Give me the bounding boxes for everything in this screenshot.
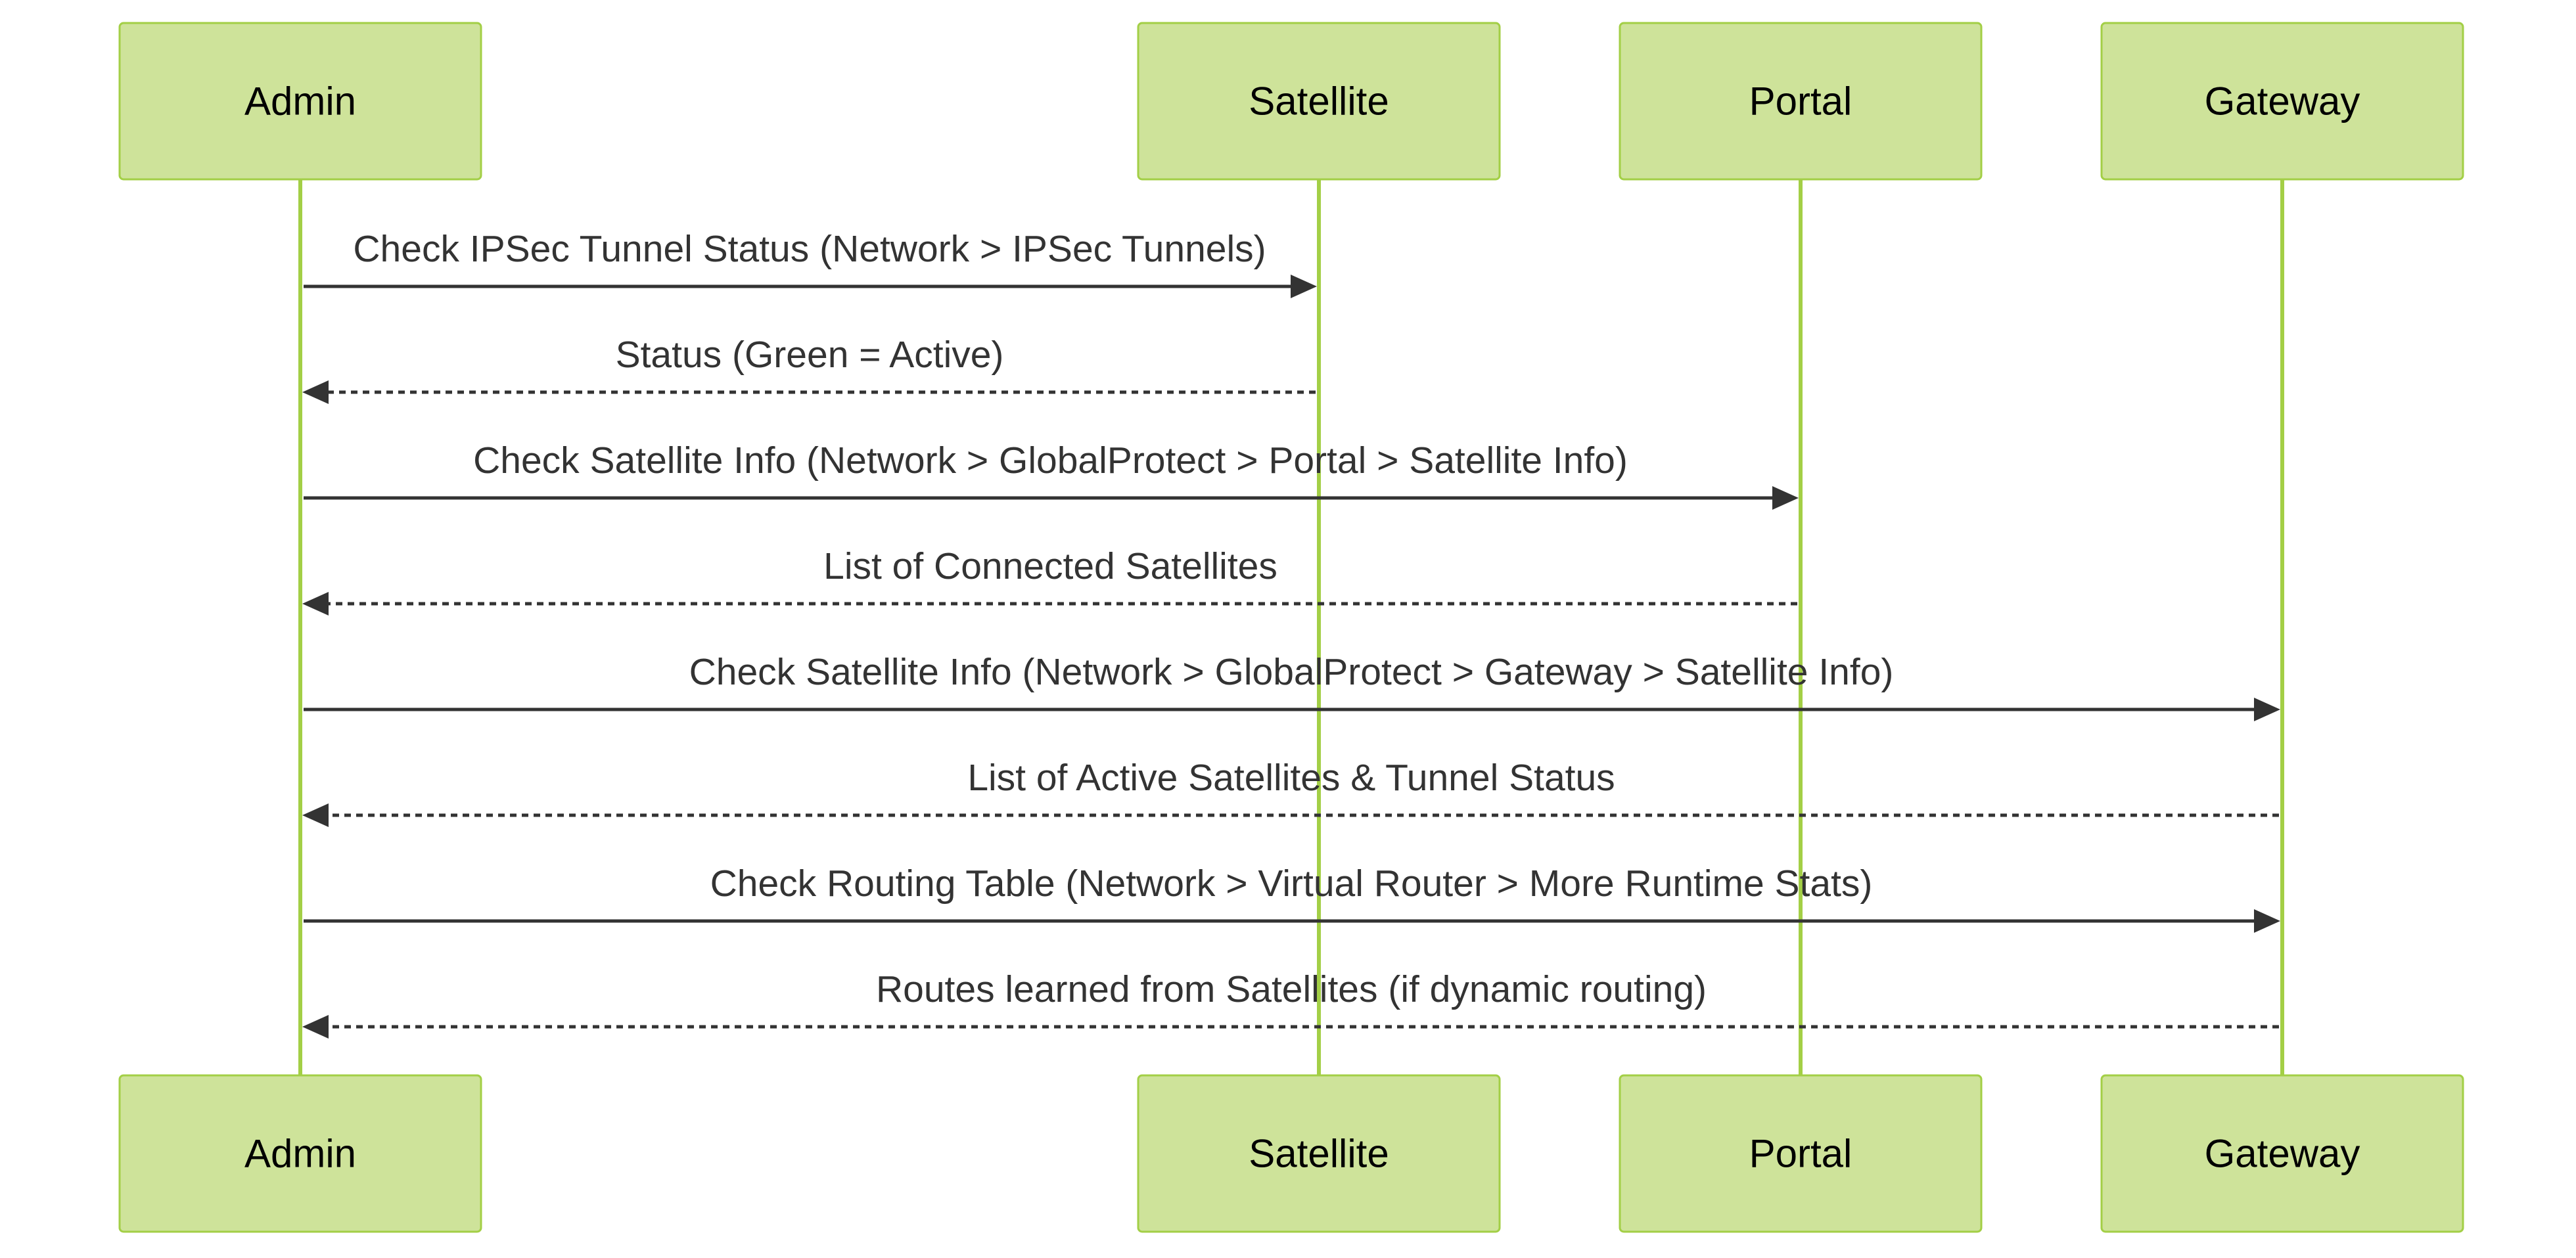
actor-label: Admin [244,79,356,124]
actor-box [118,1074,482,1233]
message-arrowhead [302,592,329,616]
message-label: Check IPSec Tunnel Status (Network > IPS… [353,228,1266,270]
message-arrowhead [1291,275,1317,298]
actor-gateway-top: Gateway [2100,22,2464,181]
message-6: List of Active Satellites & Tunnel Statu… [302,757,2279,827]
actor-label: Gateway [2205,79,2360,124]
actor-label: Satellite [1249,1132,1389,1176]
message-4: List of Connected Satellites [302,545,1797,616]
actor-box [1137,22,1501,181]
actor-satellite-top: Satellite [1137,22,1501,181]
message-arrowhead [1772,486,1799,510]
message-arrowhead [302,380,329,404]
message-5: Check Satellite Info (Network > GlobalPr… [304,651,2280,721]
message-7: Check Routing Table (Network > Virtual R… [304,863,2280,933]
actor-box [1619,1074,1983,1233]
actor-gateway-bottom: Gateway [2100,1074,2464,1233]
message-arrowhead [2254,698,2280,721]
actor-label: Portal [1749,79,1852,124]
actor-box [1619,22,1983,181]
message-label: Status (Green = Active) [616,334,1004,376]
actor-label: Satellite [1249,79,1389,124]
actor-box [2100,1074,2464,1233]
actor-portal-top: Portal [1619,22,1983,181]
actor-admin-top: Admin [118,22,482,181]
message-label: Routes learned from Satellites (if dynam… [876,968,1707,1010]
actor-label: Portal [1749,1132,1852,1176]
message-arrowhead [2254,909,2280,933]
actor-portal-bottom: Portal [1619,1074,1983,1233]
message-1: Check IPSec Tunnel Status (Network > IPS… [304,228,1317,298]
actor-label: Admin [244,1132,356,1176]
actor-box [1137,1074,1501,1233]
message-arrowhead [302,803,329,827]
actor-box [2100,22,2464,181]
message-arrowhead [302,1015,329,1039]
message-2: Status (Green = Active) [302,334,1316,404]
message-8: Routes learned from Satellites (if dynam… [302,968,2279,1039]
actor-box [118,22,482,181]
message-label: Check Routing Table (Network > Virtual R… [710,863,1873,905]
message-label: Check Satellite Info (Network > GlobalPr… [473,439,1628,482]
message-label: Check Satellite Info (Network > GlobalPr… [689,651,1894,693]
message-3: Check Satellite Info (Network > GlobalPr… [304,439,1799,510]
message-label: List of Connected Satellites [823,545,1277,587]
actor-satellite-bottom: Satellite [1137,1074,1501,1233]
message-label: List of Active Satellites & Tunnel Statu… [967,757,1615,799]
actor-admin-bottom: Admin [118,1074,482,1233]
actor-label: Gateway [2205,1132,2360,1176]
